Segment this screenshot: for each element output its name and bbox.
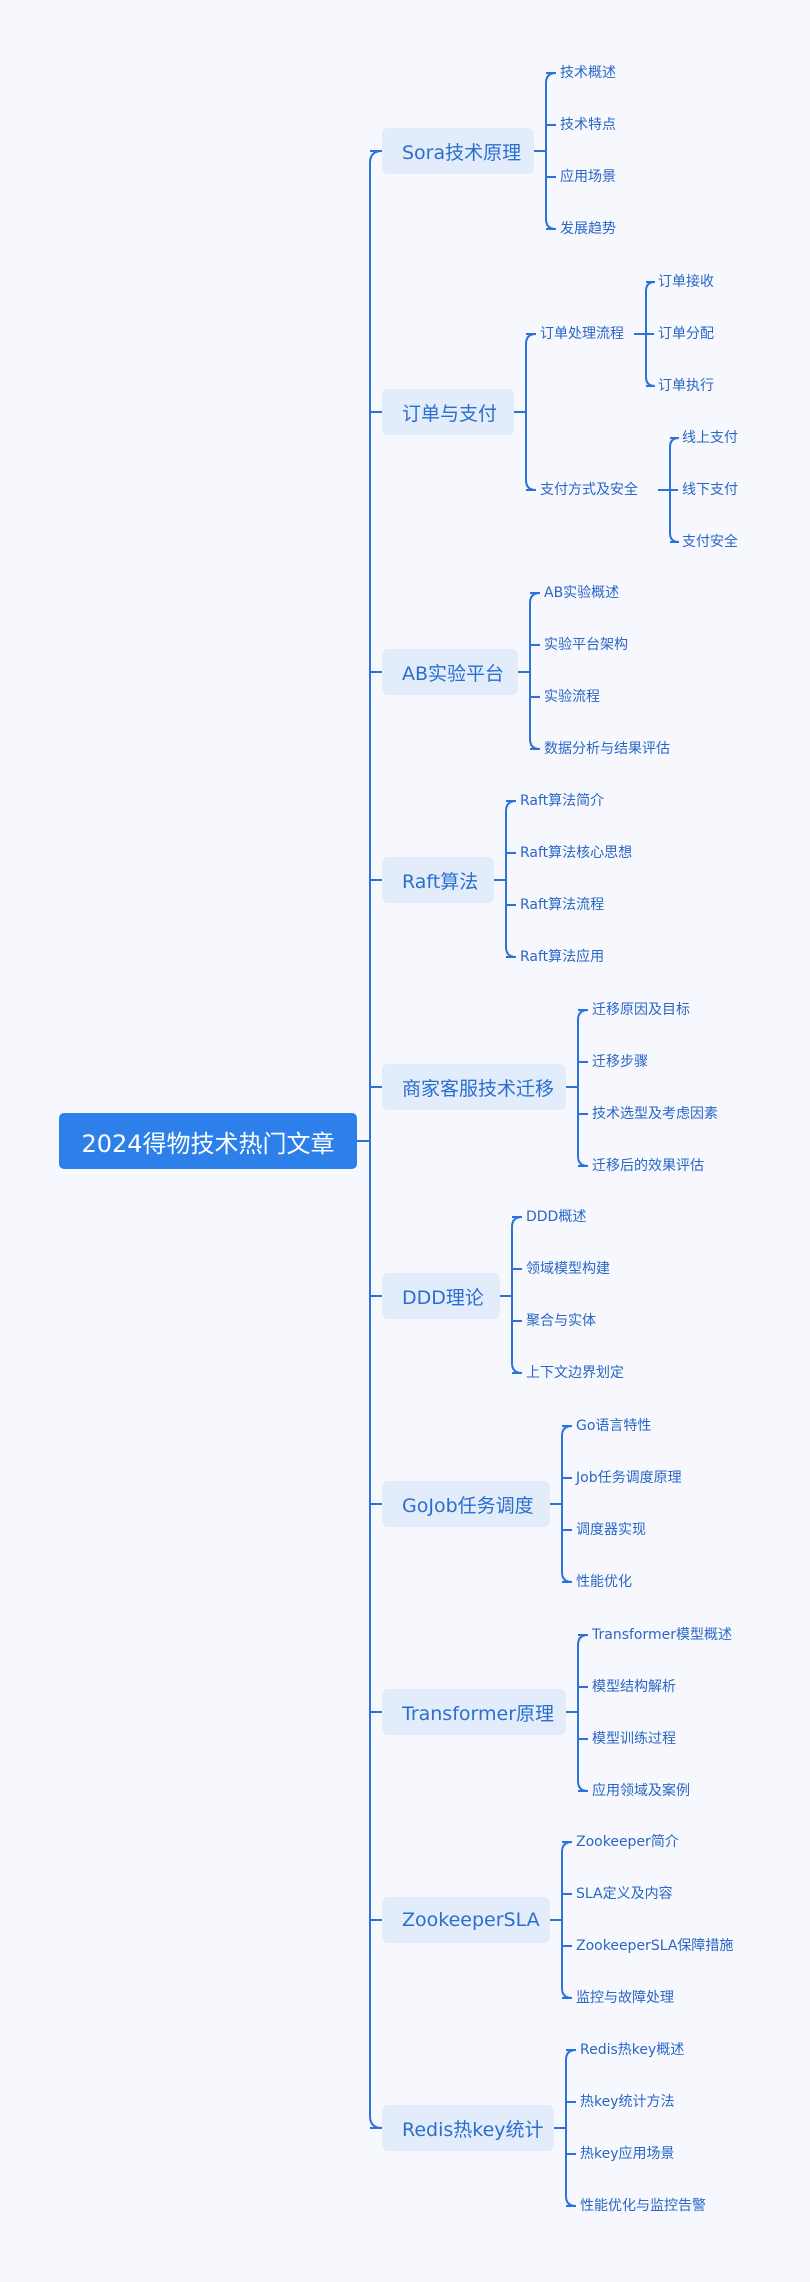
branch-label: 订单与支付 — [402, 402, 498, 425]
leaf-topic[interactable]: 领域模型构建 — [526, 1261, 610, 1277]
leaf-topic[interactable]: 订单分配 — [658, 326, 714, 342]
leaf-topic[interactable]: Transformer模型概述 — [592, 1627, 733, 1643]
branch-bracket-trunk — [577, 1634, 589, 1792]
branch-bracket-trunk — [525, 333, 537, 491]
branch-label: 商家客服技术迁移 — [402, 1077, 555, 1100]
branch-label: ZookeeperSLA — [402, 1909, 540, 1931]
leaf-topic[interactable]: 线下支付 — [682, 482, 738, 498]
leaf-topic[interactable]: 迁移后的效果评估 — [592, 1158, 704, 1174]
leaf-topic[interactable]: 模型训练过程 — [592, 1731, 676, 1747]
leaf-topic[interactable]: 数据分析与结果评估 — [544, 741, 670, 757]
main-trunk — [369, 150, 383, 2129]
branch-bracket-trunk — [545, 72, 557, 230]
leaf-topic[interactable]: SLA定义及内容 — [576, 1886, 673, 1902]
branch-node[interactable]: DDD理论 — [382, 1273, 500, 1319]
leaf-topic[interactable]: AB实验概述 — [544, 585, 620, 601]
leaf-topic[interactable]: Job任务调度原理 — [576, 1470, 682, 1486]
leaf-topic[interactable]: 支付安全 — [682, 534, 738, 550]
branch-bracket-trunk — [505, 800, 517, 958]
branch-bracket-trunk — [529, 592, 541, 750]
leaf-topic[interactable]: 性能优化与监控告警 — [580, 2198, 706, 2214]
leaf-topic[interactable]: 监控与故障处理 — [576, 1990, 674, 2006]
leaf-topic[interactable]: 迁移原因及目标 — [592, 1002, 690, 1018]
branch-label: Transformer原理 — [402, 1702, 555, 1725]
leaf-topic[interactable]: 技术选型及考虑因素 — [592, 1106, 718, 1122]
branch-bracket-trunk — [561, 1841, 573, 1999]
leaf-topic[interactable]: 发展趋势 — [560, 221, 616, 237]
leaf-topic[interactable]: 订单执行 — [658, 378, 714, 394]
leaf-topic[interactable]: Raft算法应用 — [520, 949, 605, 965]
branch-bracket-trunk — [565, 2049, 577, 2207]
leaf-topic[interactable]: 性能优化 — [576, 1574, 632, 1590]
branch-node[interactable]: GoJob任务调度 — [382, 1481, 550, 1527]
branch-node[interactable]: ZookeeperSLA — [382, 1897, 550, 1943]
leaf-topic[interactable]: 模型结构解析 — [592, 1679, 676, 1695]
leaf-topic[interactable]: 订单接收 — [658, 274, 714, 290]
leaf-topic[interactable]: Redis热key概述 — [580, 2042, 685, 2058]
branch-node[interactable]: Sora技术原理 — [382, 128, 534, 174]
leaf-topic[interactable]: 线上支付 — [682, 430, 738, 446]
leaf-topic[interactable]: 热key应用场景 — [580, 2146, 675, 2162]
leaf-topic[interactable]: Raft算法流程 — [520, 897, 605, 913]
leaf-topic[interactable]: 实验流程 — [544, 689, 600, 705]
leaf-topic[interactable]: 应用场景 — [560, 169, 616, 185]
branch-bracket-trunk — [561, 1425, 573, 1583]
branch-label: Raft算法 — [402, 870, 479, 893]
leaf-topic[interactable]: 热key统计方法 — [580, 2094, 675, 2110]
branch-node[interactable]: Redis热key统计 — [382, 2105, 554, 2151]
sub-topic[interactable]: 订单处理流程 — [540, 326, 624, 342]
leaf-topic[interactable]: 聚合与实体 — [526, 1313, 596, 1329]
leaf-topic[interactable]: Zookeeper简介 — [576, 1834, 679, 1850]
leaf-topic[interactable]: 上下文边界划定 — [526, 1365, 624, 1381]
leaf-topic[interactable]: 应用领域及案例 — [592, 1783, 690, 1799]
branch-node[interactable]: Transformer原理 — [382, 1689, 566, 1735]
branch-label: GoJob任务调度 — [402, 1494, 534, 1517]
root-label: 2024得物技术热门文章 — [81, 1129, 335, 1158]
leaf-topic[interactable]: Raft算法简介 — [520, 793, 605, 809]
branch-node[interactable]: 商家客服技术迁移 — [382, 1064, 566, 1110]
branch-node[interactable]: AB实验平台 — [382, 649, 518, 695]
branch-bracket-trunk — [511, 1216, 523, 1374]
leaf-topic[interactable]: 调度器实现 — [576, 1522, 646, 1538]
branch-label: DDD理论 — [402, 1286, 484, 1309]
leaf-topic[interactable]: 实验平台架构 — [544, 637, 628, 653]
branch-label: Sora技术原理 — [402, 141, 522, 164]
branch-bracket-trunk — [577, 1009, 589, 1167]
leaf-topic[interactable]: DDD概述 — [526, 1209, 587, 1225]
leaf-topic[interactable]: ZookeeperSLA保障措施 — [576, 1938, 734, 1954]
leaf-topic[interactable]: 迁移步骤 — [592, 1054, 648, 1070]
branch-label: AB实验平台 — [402, 662, 505, 685]
branch-node[interactable]: Raft算法 — [382, 857, 494, 903]
sub-topic[interactable]: 支付方式及安全 — [540, 482, 638, 498]
root-node[interactable]: 2024得物技术热门文章 — [59, 1113, 357, 1169]
branch-node[interactable]: 订单与支付 — [382, 389, 514, 435]
leaf-topic[interactable]: 技术概述 — [560, 65, 616, 81]
leaf-topic[interactable]: 技术特点 — [560, 117, 616, 133]
leaf-topic[interactable]: Raft算法核心思想 — [520, 845, 633, 861]
branch-label: Redis热key统计 — [402, 2118, 544, 2141]
leaf-topic[interactable]: Go语言特性 — [576, 1418, 652, 1434]
